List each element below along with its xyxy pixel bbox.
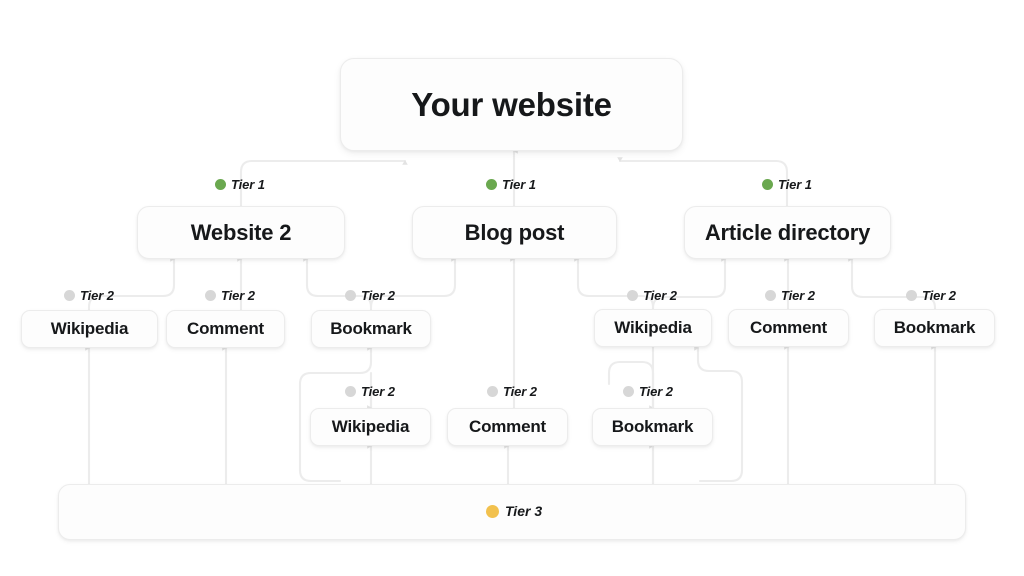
node-bookmark-mid[interactable]: Bookmark <box>592 408 713 446</box>
tier2-tag-bookmark-mid: Tier 2 <box>623 384 673 399</box>
tier2-dot-icon <box>906 290 917 301</box>
tier-label: Tier 2 <box>643 288 677 303</box>
node-comment-left[interactable]: Comment <box>166 310 285 348</box>
node-tier3-bar[interactable] <box>58 484 966 540</box>
tier-label: Tier 1 <box>778 177 812 192</box>
tier2-tag-bookmark-left: Tier 2 <box>345 288 395 303</box>
tier3-dot-icon <box>486 504 499 518</box>
tier1-dot-icon <box>486 179 497 190</box>
tier2-dot-icon <box>345 290 356 301</box>
node-blog-post[interactable]: Blog post <box>412 206 617 259</box>
tier1-tag-website2: Tier 1 <box>215 177 265 192</box>
tier-label: Tier 1 <box>231 177 265 192</box>
node-label: Wikipedia <box>331 417 410 436</box>
wire-root-website2 <box>239 159 408 208</box>
node-label: Blog post <box>464 219 565 245</box>
node-label: Bookmark <box>893 318 976 337</box>
node-bookmark-left[interactable]: Bookmark <box>311 310 431 348</box>
tier1-dot-icon <box>215 179 226 190</box>
tier1-dot-icon <box>762 179 773 190</box>
tier-label: Tier 2 <box>361 288 395 303</box>
node-label: Article directory <box>704 219 871 245</box>
node-wikipedia-right[interactable]: Wikipedia <box>594 309 712 347</box>
tier2-tag-comment-mid: Tier 2 <box>487 384 537 399</box>
node-label: Comment <box>750 318 827 337</box>
node-website-2[interactable]: Website 2 <box>137 206 345 259</box>
node-article-directory[interactable]: Article directory <box>684 206 891 259</box>
node-your-website[interactable]: Your website <box>340 58 683 151</box>
tier-label: Tier 1 <box>502 177 536 192</box>
tier2-tag-wikipedia-left: Tier 2 <box>64 288 114 303</box>
tier-label: Tier 2 <box>221 288 255 303</box>
node-comment-mid[interactable]: Comment <box>447 408 568 446</box>
tier-label: Tier 2 <box>80 288 114 303</box>
tier-label: Tier 2 <box>922 288 956 303</box>
node-label: Wikipedia <box>614 318 692 337</box>
tier1-tag-blogpost: Tier 1 <box>486 177 536 192</box>
tier2-dot-icon <box>345 386 356 397</box>
node-label: Your website <box>411 85 612 123</box>
tier2-tag-wikipedia-mid: Tier 2 <box>345 384 395 399</box>
node-label: Bookmark <box>330 319 412 338</box>
tier2-dot-icon <box>205 290 216 301</box>
tier-label: Tier 2 <box>639 384 673 399</box>
tier1-tag-articledir: Tier 1 <box>762 177 812 192</box>
tier2-tag-bookmark-right: Tier 2 <box>906 288 956 303</box>
node-comment-right[interactable]: Comment <box>728 309 849 347</box>
tier2-tag-wikipedia-right: Tier 2 <box>627 288 677 303</box>
tier-label: Tier 2 <box>781 288 815 303</box>
tier2-dot-icon <box>487 386 498 397</box>
node-label: Wikipedia <box>50 319 129 338</box>
tier2-tag-comment-right: Tier 2 <box>765 288 815 303</box>
tier-label: Tier 2 <box>503 384 537 399</box>
tier2-dot-icon <box>64 290 75 301</box>
node-wikipedia-left[interactable]: Wikipedia <box>21 310 158 348</box>
node-bookmark-right[interactable]: Bookmark <box>874 309 995 347</box>
tier2-tag-comment-left: Tier 2 <box>205 288 255 303</box>
tier2-dot-icon <box>623 386 634 397</box>
node-label: Comment <box>187 319 264 338</box>
tier2-dot-icon <box>627 290 638 301</box>
node-label: Website 2 <box>190 219 292 245</box>
node-wikipedia-mid[interactable]: Wikipedia <box>310 408 431 446</box>
tier-label: Tier 3 <box>505 503 543 519</box>
node-label: Comment <box>469 417 546 436</box>
tier2-dot-icon <box>765 290 776 301</box>
tier-label: Tier 2 <box>361 384 395 399</box>
node-label: Bookmark <box>611 417 694 436</box>
tier3-tag: Tier 3 <box>486 503 542 519</box>
